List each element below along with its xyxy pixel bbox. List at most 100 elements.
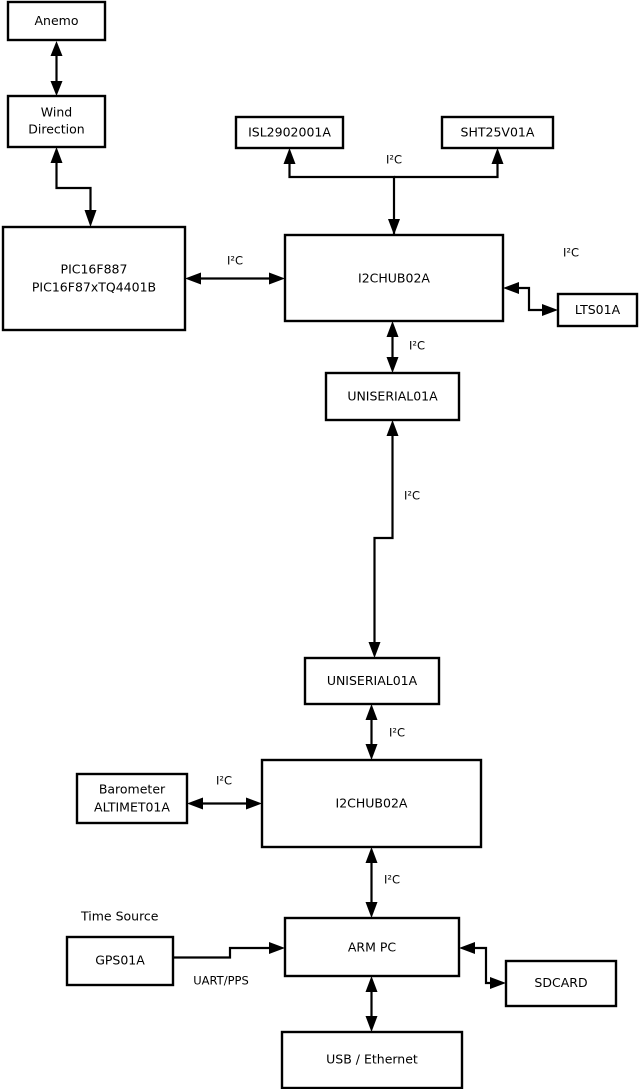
arrow-head-left (185, 272, 201, 285)
edge-layer: I²C I²C I²C (50, 41, 579, 1032)
edge-barometer-hub-bottom: I²C (187, 774, 262, 810)
node-anemo[interactable]: Anemo (6, 0, 107, 42)
edge-line (516, 286, 545, 312)
edge-label-i2c-uniserial-hub: I²C (389, 726, 405, 740)
arrow-head-up-sht (491, 148, 504, 164)
edge-uniserial-2-hub-bottom: I²C (365, 704, 405, 760)
edge-hub-top-uniserial-1: I²C (386, 321, 425, 373)
node-barometer-altimet01a[interactable]: Barometer ALTIMET01A (75, 772, 189, 825)
node-label-wind-direction-line2: Direction (28, 122, 84, 137)
edge-line (373, 433, 394, 645)
edge-label-i2c-hub-armpc: I²C (384, 873, 400, 887)
arrow-head-down-hub (388, 219, 400, 235)
edge-hub-top-lts: I²C (503, 246, 579, 316)
edge-uniserial-1-uniserial-2: I²C (368, 420, 420, 658)
edge-label-i2c-barometer-hub: I²C (216, 774, 232, 788)
node-i2chub02a-bottom[interactable]: I2CHUB02A (260, 758, 483, 849)
arrow-head-left-hub (503, 282, 519, 294)
node-box[interactable] (1, 225, 187, 332)
node-box[interactable] (6, 0, 107, 42)
node-label-arm-pc: ARM PC (348, 940, 397, 955)
node-box[interactable] (75, 772, 189, 825)
edge-line-bus-right (394, 161, 499, 179)
edge-wind-direction-pic (50, 147, 97, 227)
edge-arm-pc-usb-ethernet (365, 976, 378, 1032)
node-sht25v01a[interactable]: SHT25V01A (440, 115, 555, 150)
arrow-head-down (386, 357, 399, 373)
edge-line (173, 946, 272, 959)
node-label-barometer-line2: ALTIMET01A (94, 800, 170, 815)
node-label-sdcard: SDCARD (534, 975, 587, 990)
node-uniserial01a-lower[interactable]: UNISERIAL01A (303, 656, 441, 706)
arrow-head-up (386, 420, 399, 436)
node-sdcard[interactable]: SDCARD (504, 959, 618, 1008)
node-box[interactable] (556, 292, 639, 328)
node-label-uniserial01a-lower: UNISERIAL01A (327, 673, 418, 688)
arrow-head-down (84, 210, 97, 227)
node-label-anemo: Anemo (35, 13, 79, 28)
node-box[interactable] (440, 115, 555, 150)
edge-label-uart-pps: UART/PPS (193, 974, 249, 988)
arrow-head-up (365, 976, 378, 992)
edge-anemo-wind-direction (50, 41, 63, 96)
arrow-head-down (365, 1016, 378, 1032)
edge-pic-hub-top: I²C (185, 254, 285, 285)
node-usb-ethernet[interactable]: USB / Ethernet (280, 1030, 464, 1089)
arrow-head-left-armpc (459, 942, 475, 954)
edge-line (55, 160, 92, 212)
edge-hub-top-sensors: I²C (283, 148, 504, 235)
edge-line-bus-left (288, 161, 396, 235)
node-box[interactable] (283, 916, 461, 978)
edge-label-i2c-hub-sensors: I²C (386, 153, 402, 167)
node-arm-pc[interactable]: ARM PC (283, 916, 461, 978)
node-box[interactable] (303, 656, 441, 706)
node-i2chub02a-top[interactable]: I2CHUB02A (283, 233, 505, 323)
edge-label-i2c-uniserial-link: I²C (404, 489, 420, 503)
node-box[interactable] (65, 935, 175, 987)
arrow-head-left (187, 797, 203, 810)
arrow-head-right (269, 272, 285, 285)
edge-label-i2c-hub-lts: I²C (563, 246, 579, 260)
node-label-wind-direction-line1: Wind (41, 105, 72, 120)
node-label-sht25v01a: SHT25V01A (461, 125, 535, 140)
arrow-head-down (50, 81, 63, 96)
edge-gps-arm-pc: UART/PPS (173, 942, 285, 988)
node-box[interactable] (324, 371, 461, 422)
node-box[interactable] (504, 959, 618, 1008)
node-label-isl2902001a: ISL2902001A (248, 125, 331, 140)
node-label-uniserial01a-upper: UNISERIAL01A (347, 389, 438, 404)
arrow-head-up (365, 704, 378, 720)
edge-label-i2c-hub-uniserial: I²C (409, 339, 425, 353)
node-label-usb-ethernet: USB / Ethernet (326, 1052, 418, 1067)
arrow-head-down (365, 902, 378, 918)
arrow-head-right (246, 797, 262, 810)
node-label-gps01a: GPS01A (95, 953, 145, 968)
arrow-head-up (365, 847, 378, 863)
node-uniserial01a-upper[interactable]: UNISERIAL01A (324, 371, 461, 422)
arrow-head-up (50, 41, 63, 56)
edge-label-i2c-pic-hub: I²C (227, 254, 243, 268)
node-box[interactable] (260, 758, 483, 849)
node-wind-direction[interactable]: Wind Direction (6, 94, 107, 149)
node-isl2902001a[interactable]: ISL2902001A (234, 115, 345, 150)
node-box[interactable] (6, 94, 107, 149)
edge-line (472, 946, 493, 985)
node-label-pic-line2: PIC16F87xTQ4401B (32, 280, 156, 295)
node-gps01a[interactable]: GPS01A (65, 935, 175, 987)
arrow-head-right (269, 942, 285, 954)
label-time-source: Time Source (80, 909, 159, 924)
node-label-i2chub02a-top: I2CHUB02A (358, 271, 430, 286)
free-label-layer: Time Source (80, 909, 159, 924)
node-label-barometer-line1: Barometer (99, 782, 166, 797)
edge-hub-bottom-arm-pc: I²C (365, 847, 400, 918)
node-box[interactable] (280, 1030, 464, 1089)
node-label-pic-line1: PIC16F887 (61, 262, 128, 277)
node-pic-microcontroller[interactable]: PIC16F887 PIC16F87xTQ4401B (1, 225, 187, 332)
node-box[interactable] (234, 115, 345, 150)
node-box[interactable] (283, 233, 505, 323)
arrow-head-down (365, 744, 378, 760)
arrow-head-right-lts (542, 304, 558, 316)
node-lts01a[interactable]: LTS01A (556, 292, 639, 328)
